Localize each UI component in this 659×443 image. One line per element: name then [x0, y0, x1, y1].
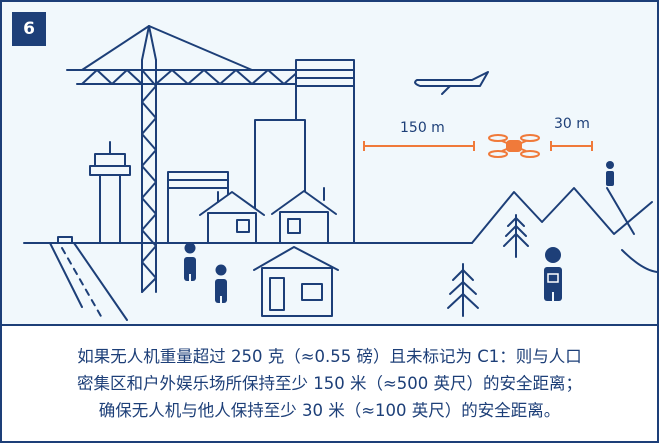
drone-pilot-icon — [545, 247, 561, 263]
drone-icon — [488, 134, 540, 158]
step-badge: 6 — [12, 12, 46, 46]
control-tower-icon — [89, 141, 131, 244]
hiker-icon — [606, 161, 614, 169]
caption-line-1: 如果无人机重量超过 250 克（≈0.55 磅）且未标记为 C1：则与人口 — [77, 346, 582, 366]
person-icon — [184, 242, 196, 254]
illustration-panel: 150 m 30 m 6 — [2, 2, 657, 326]
caption-line-3: 确保无人机与他人保持至少 30 米（≈100 英尺）的安全距离。 — [98, 400, 561, 420]
distance-label-aircraft: 150 m — [400, 120, 445, 136]
person-leg-gaps — [189, 274, 554, 304]
distance-marker-30m — [550, 141, 593, 151]
tree-icon — [503, 214, 529, 258]
hill-line — [621, 249, 657, 273]
distance-marker-150m — [363, 141, 475, 151]
mountain-peak-icon — [606, 187, 635, 235]
caption: 如果无人机重量超过 250 克（≈0.55 磅）且未标记为 C1：则与人口 密集… — [2, 327, 657, 439]
crane-icon — [66, 25, 328, 293]
caption-line-2: 密集区和户外娱乐场所保持至少 150 米（≈500 英尺）的安全距离； — [76, 373, 583, 393]
distance-label-person: 30 m — [554, 116, 590, 132]
house-icon-middle — [271, 187, 337, 244]
runway-icon — [49, 236, 128, 321]
airplane-icon — [414, 71, 489, 95]
remote-controller-icon — [547, 273, 559, 283]
house-icon-left — [199, 191, 265, 244]
tree-icon — [447, 263, 479, 317]
person-icon — [215, 264, 227, 276]
mountain-range-icon — [471, 187, 653, 244]
scene-illustration: 150 m 30 m — [23, 25, 657, 321]
house-icon-front — [253, 246, 339, 317]
